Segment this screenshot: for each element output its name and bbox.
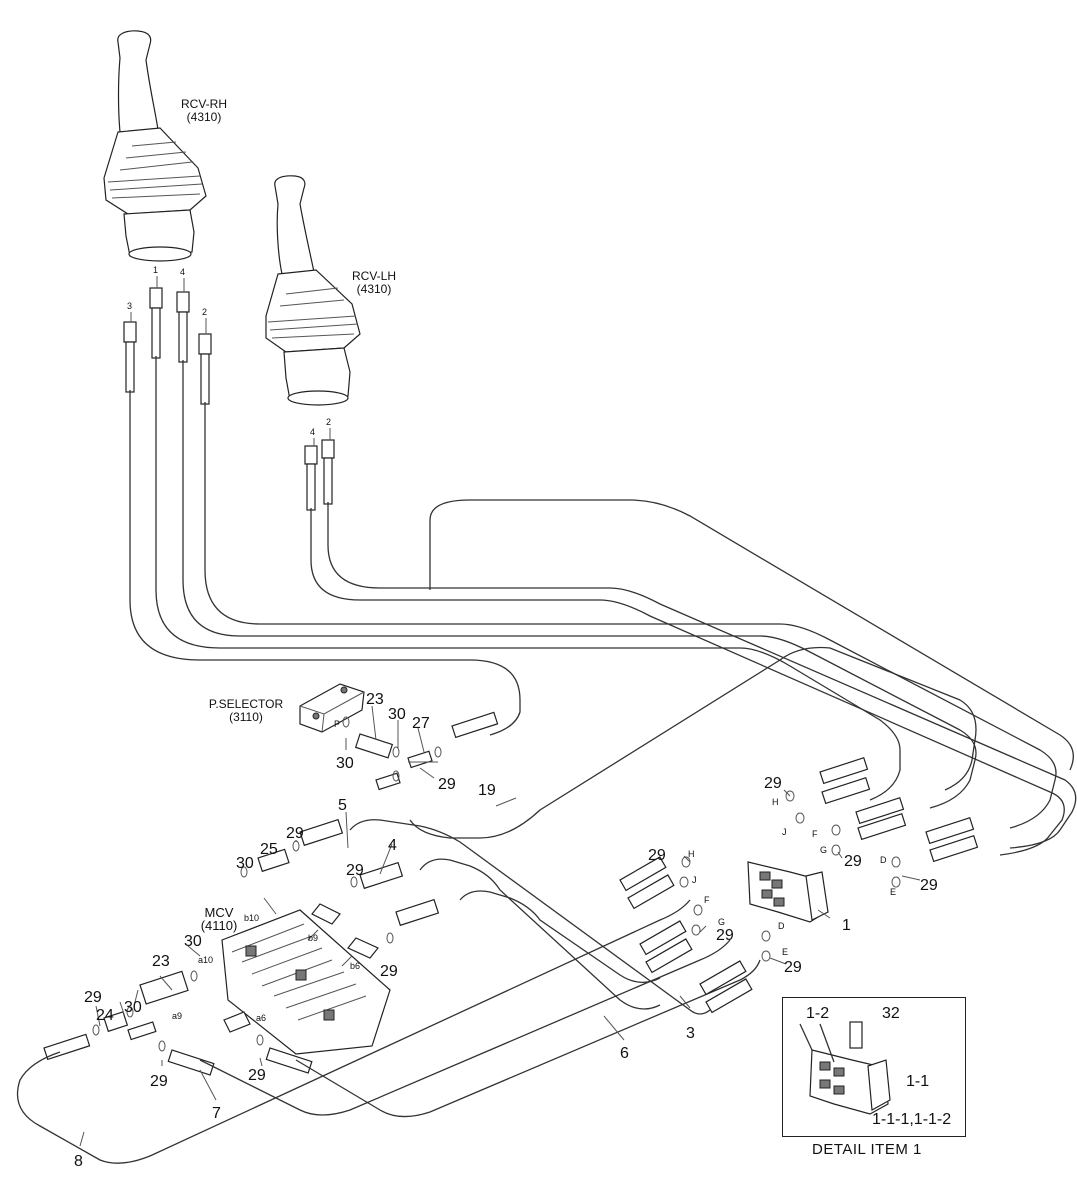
right-hose-end-fittings bbox=[451, 711, 979, 863]
part-number-29-e-lower: 29 bbox=[784, 959, 802, 976]
detail-label-1-2: 1-2 bbox=[806, 1005, 830, 1022]
detail-caption: DETAIL ITEM 1 bbox=[812, 1141, 922, 1158]
part-number-29-e-upper: 29 bbox=[920, 877, 938, 894]
p-selector-name: P.SELECTOR bbox=[208, 697, 284, 711]
manifold-block-item-1 bbox=[747, 861, 829, 923]
mcv-code: (4110) bbox=[200, 918, 238, 933]
rcv-lh-hose-fittings bbox=[304, 439, 335, 511]
port-p: P bbox=[334, 719, 341, 729]
rcv-lh-label: RCV-LH (4310) bbox=[344, 270, 404, 296]
part-number-30-item24: 30 bbox=[124, 999, 142, 1016]
part-number-23-upper: 23 bbox=[366, 691, 384, 708]
part-number-29-selector: 29 bbox=[438, 776, 456, 793]
part-number-4: 4 bbox=[388, 837, 397, 854]
rcv-rh-label: RCV-RH (4310) bbox=[174, 98, 234, 124]
port-h-lower: H bbox=[688, 849, 695, 859]
port-rh-3: 3 bbox=[127, 301, 133, 311]
part-number-29-h-upper: 29 bbox=[764, 775, 782, 792]
part-number-30-item25: 30 bbox=[236, 855, 254, 872]
port-rh-2: 2 bbox=[202, 307, 208, 317]
rcv-rh-code: (4310) bbox=[186, 110, 222, 124]
port-a9: a9 bbox=[172, 1011, 183, 1021]
middle-fittings bbox=[619, 856, 753, 1014]
part-number-27: 27 bbox=[412, 715, 430, 732]
detail-label-1-1: 1-1 bbox=[906, 1073, 930, 1090]
port-a6: a6 bbox=[256, 1013, 267, 1023]
lower-hoses bbox=[16, 819, 761, 1164]
part-number-6: 6 bbox=[620, 1045, 629, 1062]
port-d-lower: D bbox=[778, 921, 785, 931]
mcv-left-fittings bbox=[43, 818, 440, 1076]
port-b9: b9 bbox=[308, 933, 319, 943]
detail-label-1-1-1: 1-1-1,1-1-2 bbox=[872, 1111, 952, 1128]
part-number-5: 5 bbox=[338, 797, 347, 814]
port-d-upper: D bbox=[880, 855, 887, 865]
rcv-lh-name: RCV-LH bbox=[351, 269, 396, 283]
port-j-lower: J bbox=[692, 875, 697, 885]
port-g-lower: G bbox=[718, 917, 726, 927]
port-b10: b10 bbox=[244, 913, 260, 923]
hose-19 bbox=[409, 646, 977, 839]
port-e-upper: E bbox=[890, 887, 897, 897]
detail-item-1-box bbox=[782, 997, 966, 1137]
leader-lines bbox=[79, 276, 921, 1147]
mcv-valve-block bbox=[221, 903, 391, 1055]
port-lh-4: 4 bbox=[310, 427, 316, 437]
part-number-29-b6: 29 bbox=[380, 963, 398, 980]
port-rh-1: 1 bbox=[153, 265, 159, 275]
part-number-8: 8 bbox=[74, 1153, 83, 1170]
part-number-29-item5: 29 bbox=[286, 825, 304, 842]
port-g-upper: G bbox=[820, 845, 828, 855]
part-number-29-g-upper: 29 bbox=[844, 853, 862, 870]
port-f-lower: F bbox=[704, 895, 710, 905]
part-number-30-selector: 30 bbox=[336, 755, 354, 772]
p-selector-label: P.SELECTOR (3110) bbox=[196, 698, 296, 724]
part-number-1: 1 bbox=[842, 917, 851, 934]
rcv-lh-joystick bbox=[265, 175, 361, 406]
pilot-hose-bundle bbox=[129, 356, 1077, 856]
detail-item-1-drawing bbox=[799, 1021, 891, 1115]
detail-label-32: 32 bbox=[882, 1005, 900, 1022]
part-number-29-h-lower: 29 bbox=[648, 847, 666, 864]
mcv-name: MCV bbox=[204, 905, 234, 920]
port-f-upper: F bbox=[812, 829, 818, 839]
port-j-upper: J bbox=[782, 827, 787, 837]
mcv-label: MCV (4110) bbox=[192, 906, 246, 932]
part-number-24: 24 bbox=[96, 1007, 114, 1024]
p-selector-code: (3110) bbox=[229, 710, 263, 724]
part-number-30-a10: 30 bbox=[184, 933, 202, 950]
part-number-29-g-lower: 29 bbox=[716, 927, 734, 944]
part-number-7: 7 bbox=[212, 1105, 221, 1122]
port-h-upper: H bbox=[772, 797, 779, 807]
part-number-3: 3 bbox=[686, 1025, 695, 1042]
port-b6: b6 bbox=[350, 961, 361, 971]
part-number-19: 19 bbox=[478, 782, 496, 799]
part-number-23-lower: 23 bbox=[152, 953, 170, 970]
part-number-29-item4: 29 bbox=[346, 862, 364, 879]
rcv-lh-code: (4310) bbox=[356, 282, 392, 296]
part-number-30-upper: 30 bbox=[388, 706, 406, 723]
port-a10: a10 bbox=[198, 955, 214, 965]
port-lh-2: 2 bbox=[326, 417, 332, 427]
port-e-lower: E bbox=[782, 947, 789, 957]
p-selector-valve bbox=[299, 683, 433, 791]
port-rh-4: 4 bbox=[180, 267, 186, 277]
part-number-25: 25 bbox=[260, 841, 278, 858]
rcv-rh-hose-fittings bbox=[123, 287, 212, 405]
rcv-rh-name: RCV-RH bbox=[180, 97, 227, 111]
part-number-29-item24: 29 bbox=[84, 989, 102, 1006]
part-number-29-a6: 29 bbox=[248, 1067, 266, 1084]
part-number-29-a9: 29 bbox=[150, 1073, 168, 1090]
rcv-rh-joystick bbox=[103, 30, 207, 262]
